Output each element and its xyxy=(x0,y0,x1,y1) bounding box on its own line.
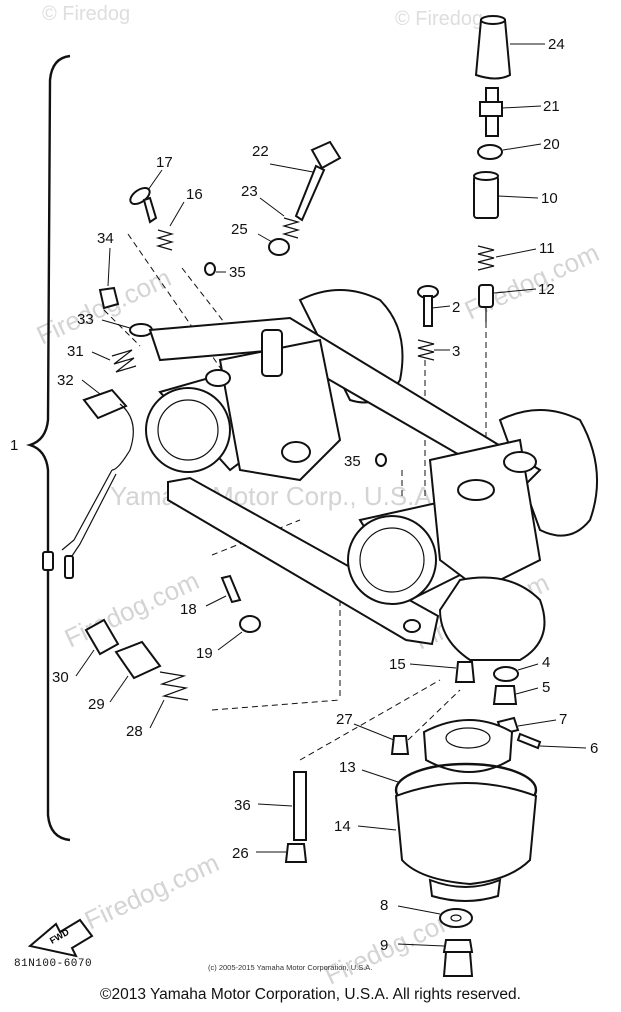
part-label-36: 36 xyxy=(234,797,251,814)
part-label-27: 27 xyxy=(336,711,353,728)
part-label-14: 14 xyxy=(334,818,351,835)
part-label-8: 8 xyxy=(380,897,388,914)
part-label-4: 4 xyxy=(542,654,550,671)
part-label-2: 2 xyxy=(452,299,460,316)
copyright-notice: ©2013 Yamaha Motor Corporation, U.S.A. A… xyxy=(100,986,521,1003)
washer-part-4 xyxy=(493,663,539,682)
part-label-29: 29 xyxy=(88,696,105,713)
sleeve-part-29 xyxy=(109,640,162,703)
part-label-33: 33 xyxy=(77,311,94,328)
screw-part-5 xyxy=(492,685,539,705)
watermark-top-right: © Firedog xyxy=(395,8,483,30)
watermark-firedog-4: Firedog.com xyxy=(460,237,604,325)
float-bowl-part-14 xyxy=(357,782,538,902)
part-label-28: 28 xyxy=(126,723,143,740)
pin-part-6 xyxy=(516,732,587,750)
part-label-30: 30 xyxy=(52,669,69,686)
part-label-11: 11 xyxy=(539,240,555,257)
part-label-23: 23 xyxy=(241,183,258,200)
cap-part-24 xyxy=(474,15,545,80)
float-ring-part xyxy=(422,719,514,773)
float-part-27 xyxy=(353,723,410,755)
part-label-35-upper: 35 xyxy=(229,264,246,281)
nut-part-19 xyxy=(217,615,261,651)
jet-part-21 xyxy=(479,87,542,137)
spring-part-23 xyxy=(259,197,301,239)
part-label-31: 31 xyxy=(67,343,84,360)
spring-part-3 xyxy=(417,339,450,361)
spring-part-31 xyxy=(91,349,137,373)
part-label-35-lower: 35 xyxy=(344,453,361,470)
pin-part-18 xyxy=(205,574,242,607)
washer-part-8 xyxy=(397,905,473,928)
part-label-6: 6 xyxy=(590,740,598,757)
part-label-16: 16 xyxy=(186,186,203,203)
catalog-code: 81N100-6070 xyxy=(14,958,93,970)
part-labels: 24 21 20 10 11 12 22 17 16 23 25 34 35 3… xyxy=(52,36,598,954)
part-label-18: 18 xyxy=(180,601,197,618)
part-label-25: 25 xyxy=(231,221,248,238)
screw-part-2 xyxy=(417,285,451,327)
jet-part-36 xyxy=(257,771,307,841)
screw-part-17 xyxy=(129,169,163,224)
assembly-bracket: 1 xyxy=(10,54,71,842)
part-label-9: 9 xyxy=(380,937,388,954)
needle-part-12 xyxy=(478,284,537,322)
small-credit: (c) 2005-2015 Yamaha Motor Corporation, … xyxy=(208,963,373,972)
carburetor-body xyxy=(103,233,599,761)
part-label-17: 17 xyxy=(156,154,173,171)
part-label-10: 10 xyxy=(541,190,558,207)
part-label-13: 13 xyxy=(339,759,356,776)
part-label-12: 12 xyxy=(538,281,555,298)
part-label-15: 15 xyxy=(389,656,406,673)
cap-part-34 xyxy=(98,247,120,310)
sleeve-part-30 xyxy=(75,618,120,677)
part-label-21: 21 xyxy=(543,98,560,115)
part-label-20: 20 xyxy=(543,136,560,153)
washer-part-35-lower xyxy=(375,453,387,467)
valve-part-15 xyxy=(409,661,476,683)
watermark-firedog-5: Firedog.com xyxy=(80,847,224,935)
part-label-32: 32 xyxy=(57,372,74,389)
part-label-3: 3 xyxy=(452,343,460,360)
part-label-24: 24 xyxy=(548,36,565,53)
spring-part-16 xyxy=(155,201,185,251)
sensor-part-32 xyxy=(42,379,134,579)
screw-part-22 xyxy=(269,140,342,222)
cap-part-25 xyxy=(257,233,290,256)
piston-part-10 xyxy=(473,171,539,219)
assembly-label: 1 xyxy=(10,437,18,454)
part-label-19: 19 xyxy=(196,645,213,662)
screw-part-26 xyxy=(256,843,308,863)
part-label-5: 5 xyxy=(542,679,550,696)
spring-part-11 xyxy=(477,245,537,271)
watermark-yamaha: Yamaha Motor Corp., U.S.A. xyxy=(110,481,439,511)
spring-part-28 xyxy=(149,671,189,729)
part-label-22: 22 xyxy=(252,143,269,160)
part-label-26: 26 xyxy=(232,845,249,862)
part-label-34: 34 xyxy=(97,230,114,247)
washer-part-35-upper xyxy=(204,262,226,276)
forward-arrow-icon: FWD xyxy=(27,918,94,958)
part-label-7: 7 xyxy=(559,711,567,728)
washer-part-20 xyxy=(477,143,542,160)
bolt-part-9 xyxy=(397,939,474,977)
watermark-top-left: © Firedog xyxy=(42,3,130,25)
